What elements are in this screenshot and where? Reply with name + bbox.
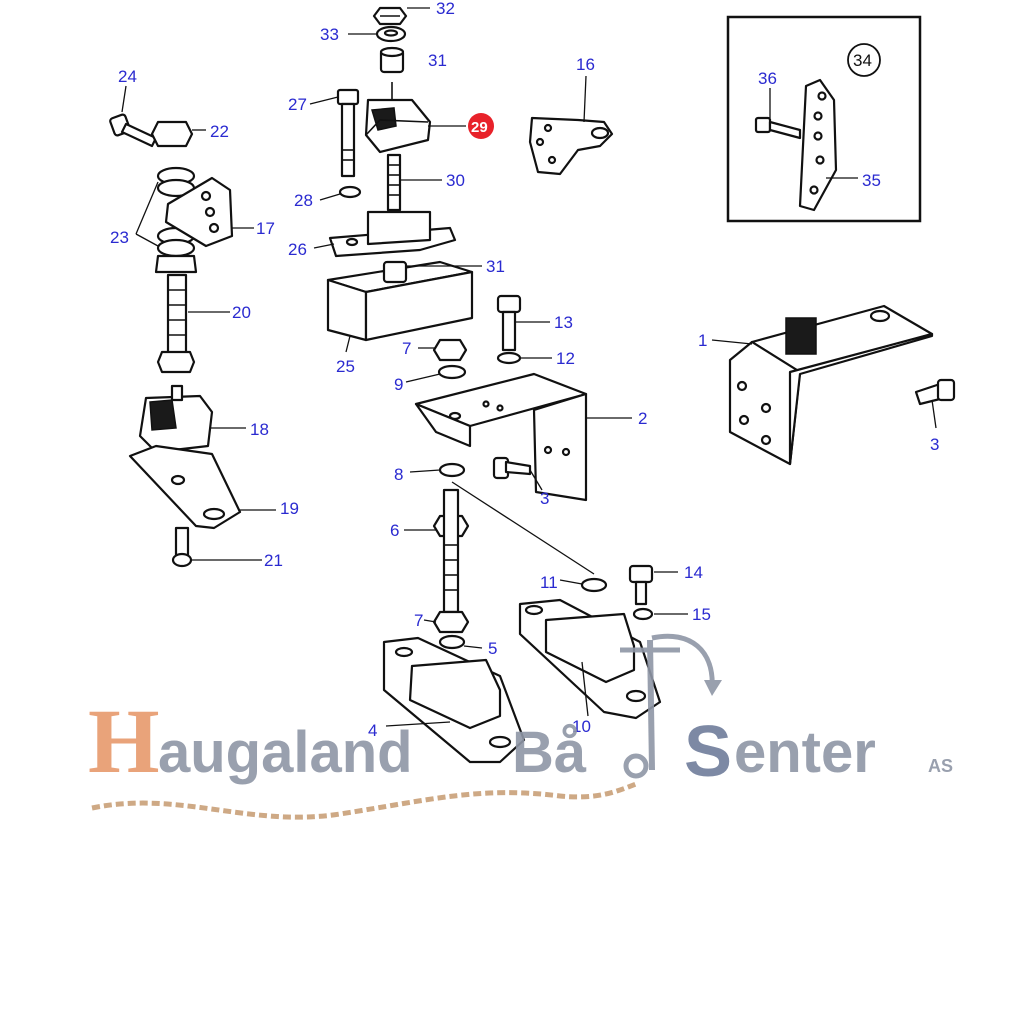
callout-31-mid: 31	[486, 257, 505, 276]
callout-22: 22	[210, 122, 229, 141]
bolt-3-center	[492, 456, 532, 480]
callout-14: 14	[684, 563, 703, 582]
callout-29: 29	[471, 119, 488, 136]
callout-1: 1	[698, 331, 707, 350]
bracket-26	[328, 210, 457, 258]
callout-33: 33	[320, 25, 339, 44]
callout-7-top: 7	[402, 339, 411, 358]
nut-7-bottom	[432, 610, 470, 634]
callout-36: 36	[758, 69, 777, 88]
rubber-mount-29	[364, 82, 432, 154]
stud-20	[156, 273, 196, 374]
callout-labels: 32 33 31 29 27 30 28 26 31 25 24 22 17 2…	[110, 0, 939, 740]
callout-18: 18	[250, 420, 269, 439]
callout-28: 28	[294, 191, 313, 210]
callout-3-right: 3	[930, 435, 939, 454]
callout-10: 10	[572, 717, 591, 736]
watermark-suffix-as: AS	[928, 756, 953, 776]
callout-13: 13	[554, 313, 573, 332]
callout-25: 25	[336, 357, 355, 376]
washer-28	[338, 185, 362, 199]
stud-6	[432, 488, 470, 614]
block-25	[326, 260, 474, 342]
spacer-31-top	[379, 46, 405, 74]
bracket-16	[528, 116, 614, 176]
screw-21	[171, 526, 193, 568]
nut-32	[372, 6, 408, 26]
callout-17: 17	[256, 219, 275, 238]
callout-23: 23	[110, 228, 129, 247]
plate-19	[128, 444, 242, 530]
callout-9: 9	[394, 375, 403, 394]
watermark-logo: H augaland Bå S enter AS	[88, 633, 953, 820]
washer-9	[437, 364, 467, 380]
callout-19: 19	[280, 499, 299, 518]
bolt-13	[496, 294, 522, 352]
callout-3-center: 3	[540, 489, 549, 508]
callout-26: 26	[288, 240, 307, 259]
callout-5: 5	[488, 639, 497, 658]
nut-22	[150, 120, 194, 148]
washer-8	[438, 462, 466, 478]
washer-33	[375, 25, 407, 43]
watermark-word-haugaland: augaland	[158, 720, 413, 785]
callout-24: 24	[118, 67, 137, 86]
callout-7-bottom: 7	[414, 611, 423, 630]
nut-7-top	[432, 338, 468, 362]
bracket-2	[414, 372, 588, 502]
bolt-14	[628, 564, 654, 606]
callout-20: 20	[232, 303, 251, 322]
bolt-24	[109, 113, 158, 148]
bolt-27	[336, 88, 360, 178]
washer-15	[632, 607, 654, 621]
washer-5	[438, 634, 466, 650]
callout-34: 34	[853, 51, 872, 70]
washers-23	[154, 166, 198, 274]
callout-6: 6	[390, 521, 399, 540]
callout-8: 8	[394, 465, 403, 484]
bracket-17	[164, 176, 234, 248]
watermark-word-ba: Bå	[512, 720, 587, 785]
anchor-icon	[620, 633, 722, 779]
angle-bracket-1	[728, 304, 934, 466]
callout-12: 12	[556, 349, 575, 368]
watermark-word-enter: enter	[734, 720, 876, 785]
callout-11: 11	[540, 573, 558, 592]
rubber-mount-18	[138, 384, 214, 454]
callout-21: 21	[264, 551, 283, 570]
stud-30	[386, 153, 402, 212]
bolt-3-right	[914, 378, 956, 406]
callout-30: 30	[446, 171, 465, 190]
callout-4: 4	[368, 721, 377, 740]
washer-12	[496, 351, 522, 365]
rubber-mount-4	[382, 636, 526, 764]
detail-box-34	[726, 15, 922, 223]
callout-35: 35	[862, 171, 881, 190]
washer-11	[580, 577, 608, 593]
callout-32: 32	[436, 0, 455, 18]
leader-lines	[121, 7, 937, 727]
rubber-mount-10	[518, 598, 662, 720]
chain-icon	[91, 781, 637, 820]
watermark-initial-s: S	[684, 712, 732, 792]
callout-27: 27	[288, 95, 307, 114]
callout-16: 16	[576, 55, 595, 74]
callout-31-top: 31	[428, 51, 447, 70]
callout-15: 15	[692, 605, 711, 624]
callout-2: 2	[638, 409, 647, 428]
watermark-initial-h: H	[88, 690, 160, 792]
callout-29-highlight	[468, 113, 494, 139]
